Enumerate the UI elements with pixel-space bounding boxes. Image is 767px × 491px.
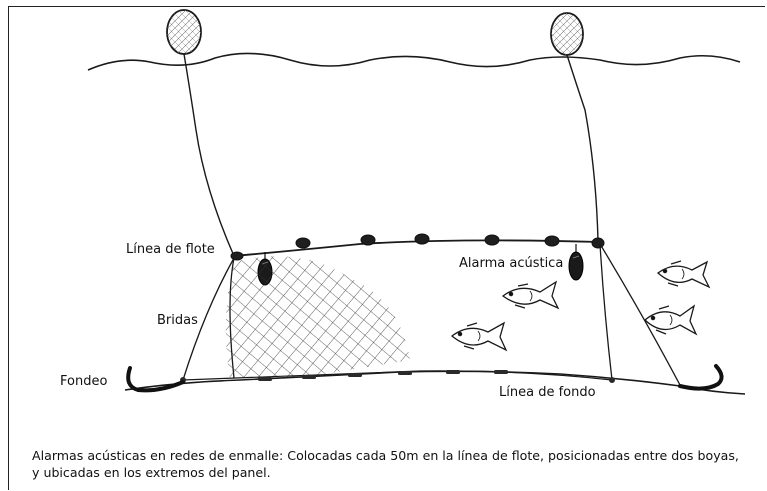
net-mesh <box>225 256 410 378</box>
net-side-right <box>599 243 613 381</box>
lead <box>494 370 508 374</box>
bottom-line <box>182 370 613 381</box>
fish-icon <box>450 321 508 352</box>
float <box>414 233 430 245</box>
float <box>295 237 311 249</box>
acoustic-alarm-right <box>568 244 584 281</box>
float <box>360 234 376 246</box>
buoy-line-left <box>183 53 235 257</box>
label-bridles: Bridas <box>157 313 198 328</box>
lead <box>398 371 412 375</box>
bottom-leads <box>180 370 615 383</box>
floats <box>230 233 605 261</box>
lead <box>348 373 362 377</box>
figure-caption: Alarmas acústicas en redes de enmalle: C… <box>32 447 767 481</box>
buoy-left <box>166 9 202 55</box>
label-float-line: Línea de flote <box>126 242 215 257</box>
seabed-line <box>124 370 746 395</box>
anchor-left <box>126 366 185 393</box>
caption-line-1: Alarmas acústicas en redes de enmalle: C… <box>32 448 739 463</box>
fish-icon <box>501 280 560 310</box>
anchor-right <box>678 364 724 391</box>
lead <box>446 370 460 374</box>
label-acoustic-alarm: Alarma acústica <box>459 256 564 271</box>
label-anchor: Fondeo <box>60 374 108 389</box>
figure-frame <box>8 6 765 490</box>
lead <box>302 375 316 379</box>
float <box>484 234 500 246</box>
float <box>544 235 560 247</box>
bridle-left <box>182 257 235 381</box>
float <box>230 251 244 261</box>
label-bottom-line: Línea de fondo <box>499 385 596 400</box>
lead <box>609 377 615 383</box>
caption-line-2: y ubicadas en los extremos del panel. <box>32 465 271 480</box>
fish-icon <box>644 304 698 336</box>
lead <box>258 377 272 381</box>
buoy-right <box>550 12 584 56</box>
buoy-line-right <box>566 54 599 241</box>
fish-icon <box>656 260 711 289</box>
bridle-right <box>599 243 681 386</box>
sea-surface-line <box>87 52 741 71</box>
